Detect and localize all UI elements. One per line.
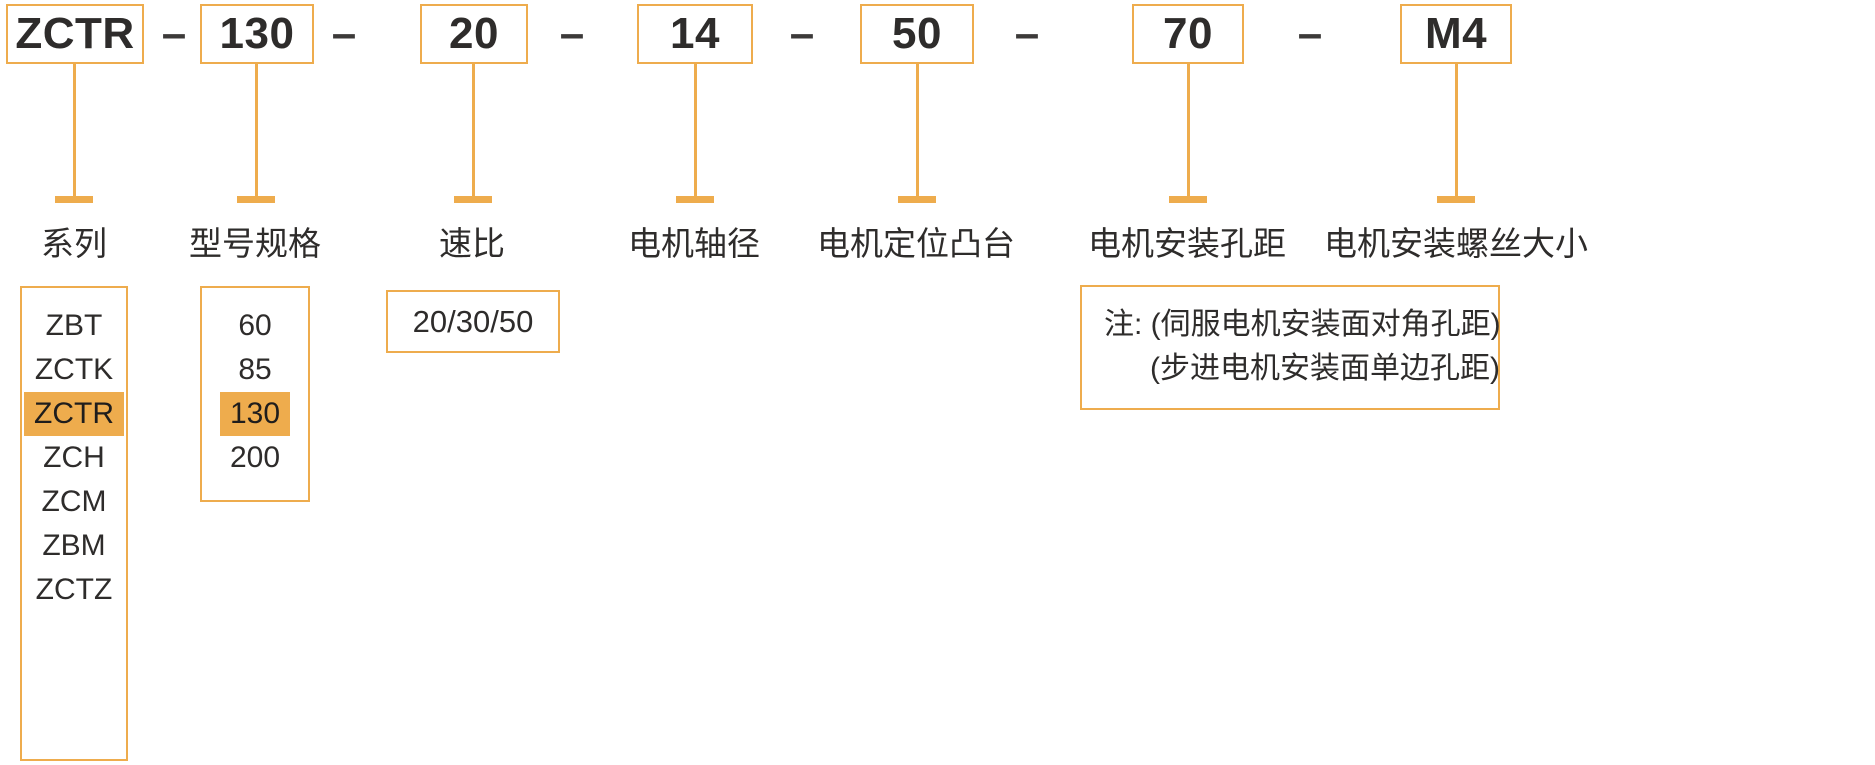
connector-stem-screw-size (1455, 64, 1458, 198)
connector-stem-series (73, 64, 76, 198)
connector-stem-ratio (472, 64, 475, 198)
connector-stem-pilot-boss (916, 64, 919, 198)
option-item[interactable]: 200 (229, 441, 281, 474)
segment-label-pilot-boss: 电机定位凸台 (817, 225, 1015, 262)
separator-dash-1: – (161, 9, 187, 58)
connector-stem-model-size (255, 64, 258, 198)
segment-label-model-size: 型号规格 (189, 225, 321, 262)
connector-foot-ratio (454, 196, 492, 203)
option-item[interactable]: 60 (238, 309, 272, 342)
code-box-model-size[interactable]: 130 (200, 4, 314, 64)
segment-label-ratio: 速比 (439, 225, 505, 262)
options-box-ratio[interactable]: 20/30/50 (386, 290, 560, 353)
note-line-servo: 注: (伺服电机安装面对角孔距) (1104, 308, 1501, 341)
option-item-selected[interactable]: 130 (219, 392, 291, 436)
code-box-bolt-spacing[interactable]: 70 (1132, 4, 1244, 64)
option-item[interactable]: ZBM (42, 529, 106, 562)
segment-label-series: 系列 (41, 225, 107, 262)
option-item[interactable]: ZBT (45, 309, 103, 342)
code-box-series[interactable]: ZCTR (6, 4, 144, 64)
code-box-shaft-diameter[interactable]: 14 (637, 4, 753, 64)
option-item[interactable]: 85 (238, 353, 272, 386)
note-line-stepper: (步进电机安装面单边孔距) (1150, 351, 1500, 385)
code-box-screw-size[interactable]: M4 (1400, 4, 1512, 64)
separator-dash-2: – (331, 9, 357, 58)
separator-dash-6: – (1297, 9, 1323, 58)
option-item[interactable]: ZCM (41, 485, 107, 518)
segment-label-screw-size: 电机安装螺丝大小 (1324, 225, 1588, 262)
connector-foot-pilot-boss (898, 196, 936, 203)
note-box-bolt-spacing: 注: (伺服电机安装面对角孔距) (步进电机安装面单边孔距) (1080, 285, 1501, 410)
option-item[interactable]: ZCH (43, 441, 105, 474)
separator-dash-3: – (559, 9, 585, 58)
connector-foot-model-size (237, 196, 275, 203)
connector-foot-series (55, 196, 93, 203)
code-box-ratio[interactable]: 20 (420, 4, 528, 64)
option-item[interactable]: ZCTZ (35, 573, 113, 606)
code-box-pilot-boss[interactable]: 50 (860, 4, 974, 64)
connector-stem-bolt-spacing (1187, 64, 1190, 198)
segment-label-shaft-diameter: 电机轴径 (628, 225, 760, 262)
connector-stem-shaft-diameter (694, 64, 697, 198)
option-item-selected[interactable]: ZCTR (24, 392, 124, 436)
connector-foot-shaft-diameter (676, 196, 714, 203)
separator-dash-5: – (1014, 9, 1040, 58)
connector-foot-bolt-spacing (1169, 196, 1207, 203)
options-box-series: ZBT ZCTK ZCTR ZCH ZCM ZBM ZCTZ (20, 286, 128, 761)
option-item[interactable]: ZCTK (34, 353, 114, 386)
separator-dash-4: – (789, 9, 815, 58)
segment-label-bolt-spacing: 电机安装孔距 (1088, 225, 1286, 262)
connector-foot-screw-size (1437, 196, 1475, 203)
options-box-model-size: 60 85 130 200 (200, 286, 310, 502)
